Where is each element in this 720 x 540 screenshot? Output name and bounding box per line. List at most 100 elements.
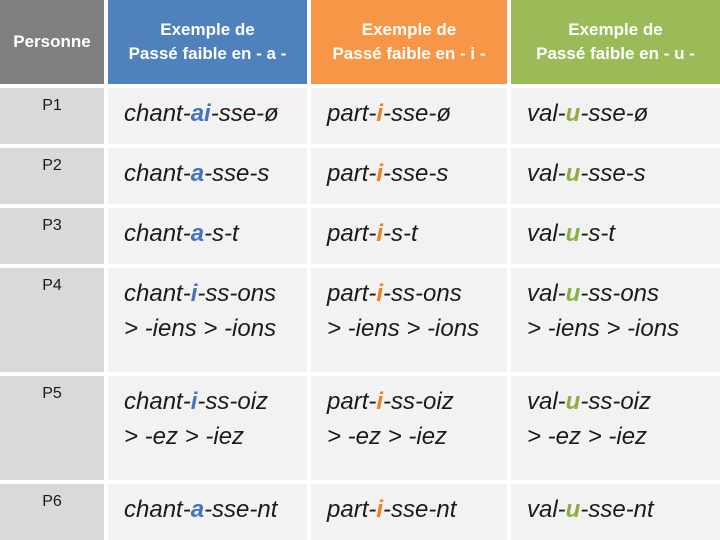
conjugated-form: val-u-ss-ons [527,277,720,312]
cell-p3-a: chant-a-s-t [108,208,307,264]
row-label-p1: P1 [0,88,104,144]
conjugated-form: chant-i-ss-oiz [124,385,307,420]
conjugated-form: val-u-sse-nt [527,493,720,528]
cell-p2-a: chant-a-sse-s [108,148,307,204]
stem-text: part- [327,220,377,247]
header-passe-faible-i: Exemple de Passé faible en - i - [311,0,507,84]
header-a-line2: Passé faible en - a - [128,44,287,63]
highlighted-vowel: i [376,496,384,523]
ending-text: -ss-ons [383,280,462,307]
conjugated-form: part-i-sse-s [327,157,507,192]
stem-text: chant- [124,100,191,127]
highlighted-vowel: i [376,280,384,307]
row-label-p4: P4 [0,268,104,372]
highlighted-vowel: a [190,220,205,247]
highlighted-vowel: u [565,496,581,523]
stem-text: part- [327,496,377,523]
header-i-line2: Passé faible en - i - [332,44,486,63]
cell-p4-a: chant-i-ss-ons> -iens > -ions [108,268,307,372]
ending-text: -sse-s [204,160,270,187]
highlighted-vowel: i [376,220,384,247]
row-label-p6: P6 [0,484,104,540]
highlighted-vowel: u [565,280,581,307]
conjugated-form: part-i-s-t [327,217,507,252]
evolution-line: > -iens > -ions [527,314,680,342]
cell-p6-u: val-u-sse-nt [511,484,720,540]
header-personne: Personne [0,0,104,84]
ending-text: -s-t [383,220,418,247]
conjugated-form: part-i-sse-nt [327,493,507,528]
conjugated-form: chant-a-sse-s [124,157,307,192]
stem-text: val- [527,280,566,307]
cell-p4-i: part-i-ss-ons> -iens > -ions [311,268,507,372]
ending-text: -sse-nt [204,496,278,523]
highlighted-vowel: u [565,160,581,187]
cell-p3-i: part-i-s-t [311,208,507,264]
ending-text: -ss-oiz [197,388,269,415]
evolution-line: > -iens > -ions [327,314,480,342]
highlighted-vowel: i [376,388,384,415]
stem-text: chant- [124,220,191,247]
stem-text: chant- [124,388,191,415]
stem-text: part- [327,280,377,307]
highlighted-vowel: u [565,388,581,415]
header-u-line1: Exemple de [568,20,663,40]
row-label-p5: P5 [0,376,104,480]
ending-text: -sse-s [383,160,449,187]
row-label-p3: P3 [0,208,104,264]
cell-p1-i: part-i-sse-ø [311,88,507,144]
cell-p6-i: part-i-sse-nt [311,484,507,540]
stem-text: val- [527,496,566,523]
conjugated-form: part-i-sse-ø [327,97,507,132]
highlighted-vowel: a [190,160,205,187]
ending-text: -s-t [580,220,615,247]
ending-text: -sse-nt [383,496,457,523]
ending-text: -sse-ø [383,100,452,127]
stem-text: part- [327,388,377,415]
ending-text: -sse-ø [580,100,649,127]
conjugated-form: val-u-s-t [527,217,720,252]
ending-text: -sse-ø [210,100,279,127]
evolution-line: > -ez > -iez [327,422,448,450]
stem-text: part- [327,100,377,127]
ending-text: -ss-oiz [580,388,652,415]
conjugated-form: part-i-ss-ons [327,277,507,312]
highlighted-vowel: i [190,280,198,307]
cell-p6-a: chant-a-sse-nt [108,484,307,540]
stem-text: val- [527,160,566,187]
stem-text: chant- [124,496,191,523]
ending-text: -s-t [204,220,239,247]
cell-p1-u: val-u-sse-ø [511,88,720,144]
row-label-p2: P2 [0,148,104,204]
stem-text: val- [527,220,566,247]
highlighted-vowel: i [376,160,384,187]
cell-p2-i: part-i-sse-s [311,148,507,204]
header-i-line1: Exemple de [361,20,457,40]
cell-p2-u: val-u-sse-s [511,148,720,204]
header-passe-faible-u: Exemple de Passé faible en - u - [511,0,720,84]
evolution-line: > -ez > -iez [527,422,648,450]
ending-text: -ss-oiz [383,388,454,415]
ending-text: -sse-s [580,160,646,187]
highlighted-vowel: ai [190,100,211,127]
conjugated-form: chant-a-sse-nt [124,493,307,528]
cell-p4-u: val-u-ss-ons> -iens > -ions [511,268,720,372]
conjugated-form: val-u-ss-oiz [527,385,720,420]
header-passe-faible-a: Exemple de Passé faible en - a - [108,0,307,84]
ending-text: -sse-nt [580,496,654,523]
cell-p5-i: part-i-ss-oiz > -ez > -iez [311,376,507,480]
ending-text: -ss-ons [580,280,660,307]
conjugated-form: chant-a-s-t [124,217,307,252]
conjugated-form: chant-ai-sse-ø [124,97,307,132]
stem-text: val- [527,388,566,415]
highlighted-vowel: a [190,496,205,523]
evolution-line: > -iens > -ions [124,314,277,342]
header-u-line2: Passé faible en - u - [536,44,695,63]
header-personne-label: Personne [13,32,91,52]
ending-text: -ss-ons [197,280,277,307]
conjugated-form: val-u-sse-s [527,157,720,192]
highlighted-vowel: i [190,388,198,415]
cell-p1-a: chant-ai-sse-ø [108,88,307,144]
